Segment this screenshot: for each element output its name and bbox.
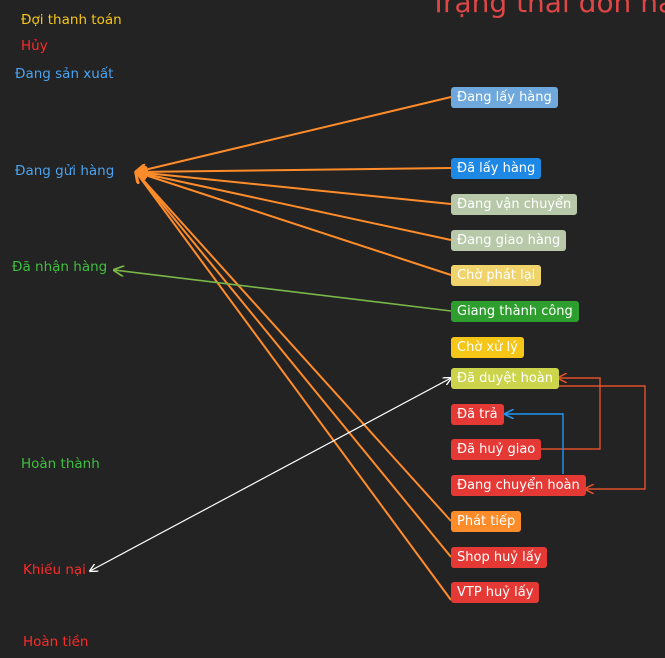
- arrow-dang-giao-hang-to-dang-gui-hang: [136, 172, 452, 241]
- right-state-vtp-huy-lay: VTP huỷ lấy: [451, 582, 540, 603]
- left-state-da-nhan-hang: Đã nhận hàng: [12, 259, 108, 275]
- left-state-hoan-tien: Hoàn tiền: [23, 634, 89, 650]
- arrow-dang-chuyen-hoan-to-da-tra: [505, 414, 564, 474]
- left-state-dang-gui-hang: Đang gửi hàng: [15, 163, 115, 179]
- arrow-dang-lay-hang-to-dang-gui-hang: [136, 96, 452, 172]
- right-state-dang-chuyen-hoan: Đang chuyển hoàn: [451, 475, 586, 496]
- right-state-dang-van-chuyen: Đang vận chuyển: [451, 194, 578, 215]
- right-state-da-huy-giao: Đã huỷ giao: [451, 439, 542, 460]
- arrow-da-duyet-hoan-to-dang-chuyen-hoan: [558, 385, 646, 489]
- left-state-huy: Hủy: [21, 38, 48, 54]
- right-state-giang-thanh-cong: Giang thành công: [451, 301, 579, 322]
- right-state-cho-xu-ly: Chờ xử lý: [451, 337, 524, 358]
- arrow-cho-phat-lai-to-dang-gui-hang: [136, 172, 452, 276]
- right-state-da-tra: Đã trả: [451, 404, 504, 425]
- arrow-khieu-nai-da-duyet-hoan: [90, 378, 451, 571]
- arrow-giang-thanh-cong-to-da-nhan-hang: [114, 270, 452, 312]
- left-state-khieu-nai: Khiếu nại: [23, 562, 86, 578]
- arrow-da-lay-hang-to-dang-gui-hang: [136, 168, 452, 172]
- left-state-hoan-thanh: Hoàn thành: [21, 456, 100, 472]
- left-state-dang-san-xuat: Đang sản xuất: [15, 66, 114, 82]
- right-state-shop-huy-lay: Shop huỷ lấy: [451, 547, 548, 568]
- right-state-cho-phat-lai: Chờ phát lại: [451, 265, 542, 286]
- diagram-title: Trạng thái đơn hàn: [430, 0, 665, 19]
- right-state-da-lay-hang: Đã lấy hàng: [451, 158, 542, 179]
- arrow-dang-van-chuyen-to-dang-gui-hang: [136, 172, 452, 205]
- arrow-vtp-huy-lay-to-dang-gui-hang: [136, 172, 452, 601]
- right-state-dang-lay-hang: Đang lấy hàng: [451, 87, 558, 108]
- right-state-dang-giao-hang: Đang giao hàng: [451, 230, 567, 251]
- right-state-da-duyet-hoan: Đã duyệt hoàn: [451, 368, 559, 389]
- left-state-doi-thanh-toan: Đợi thanh toán: [21, 12, 122, 28]
- arrow-da-huy-giao-to-da-duyet-hoan: [538, 378, 601, 450]
- right-state-phat-tiep: Phát tiếp: [451, 511, 522, 532]
